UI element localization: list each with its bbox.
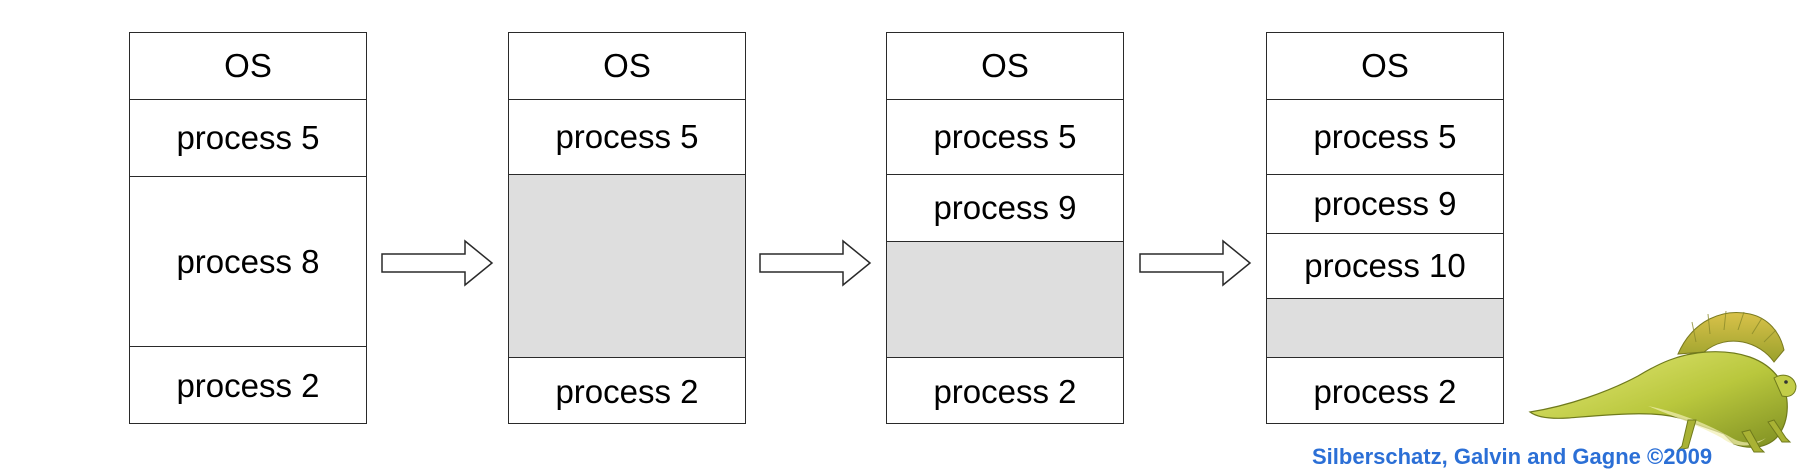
memory-snapshot-2: OS process 5 process 2: [508, 32, 746, 424]
process-segment: process 9: [1267, 175, 1503, 234]
os-segment: OS: [887, 33, 1123, 100]
dinosaur-logo-icon: [1528, 310, 1797, 453]
memory-snapshot-1: OS process 5 process 8 process 2: [129, 32, 367, 424]
transition-arrow-icon: [759, 239, 872, 287]
os-segment: OS: [509, 33, 745, 100]
transition-arrow-icon: [381, 239, 494, 287]
process-segment: process 9: [887, 175, 1123, 242]
memory-diagram: OS process 5 process 8 process 2 OS proc…: [129, 32, 1797, 469]
free-memory-hole: [1267, 299, 1503, 358]
process-segment: process 8: [130, 177, 366, 347]
free-memory-hole: [509, 175, 745, 358]
process-segment: process 5: [130, 100, 366, 177]
process-segment: process 2: [933, 372, 1077, 410]
process-segment: process 5: [1267, 100, 1503, 175]
copyright-text: Silberschatz, Galvin and Gagne ©2009: [1312, 444, 1713, 469]
transition-arrow-icon: [1139, 239, 1252, 287]
os-segment: OS: [1267, 33, 1503, 100]
memory-snapshot-3: OS process 5 process 9 process 2: [886, 32, 1124, 424]
process-segment: process 5: [509, 100, 745, 175]
free-memory-hole: [887, 242, 1123, 358]
os-segment: OS: [130, 33, 366, 100]
process-segment: process 5: [887, 100, 1123, 175]
process-segment: process 2: [176, 367, 320, 404]
memory-snapshot-4: OS process 5 process 9 process 10 proces…: [1266, 32, 1504, 424]
process-segment: process 2: [1313, 372, 1457, 410]
process-segment: process 10: [1267, 234, 1503, 299]
process-segment: process 2: [555, 372, 699, 410]
